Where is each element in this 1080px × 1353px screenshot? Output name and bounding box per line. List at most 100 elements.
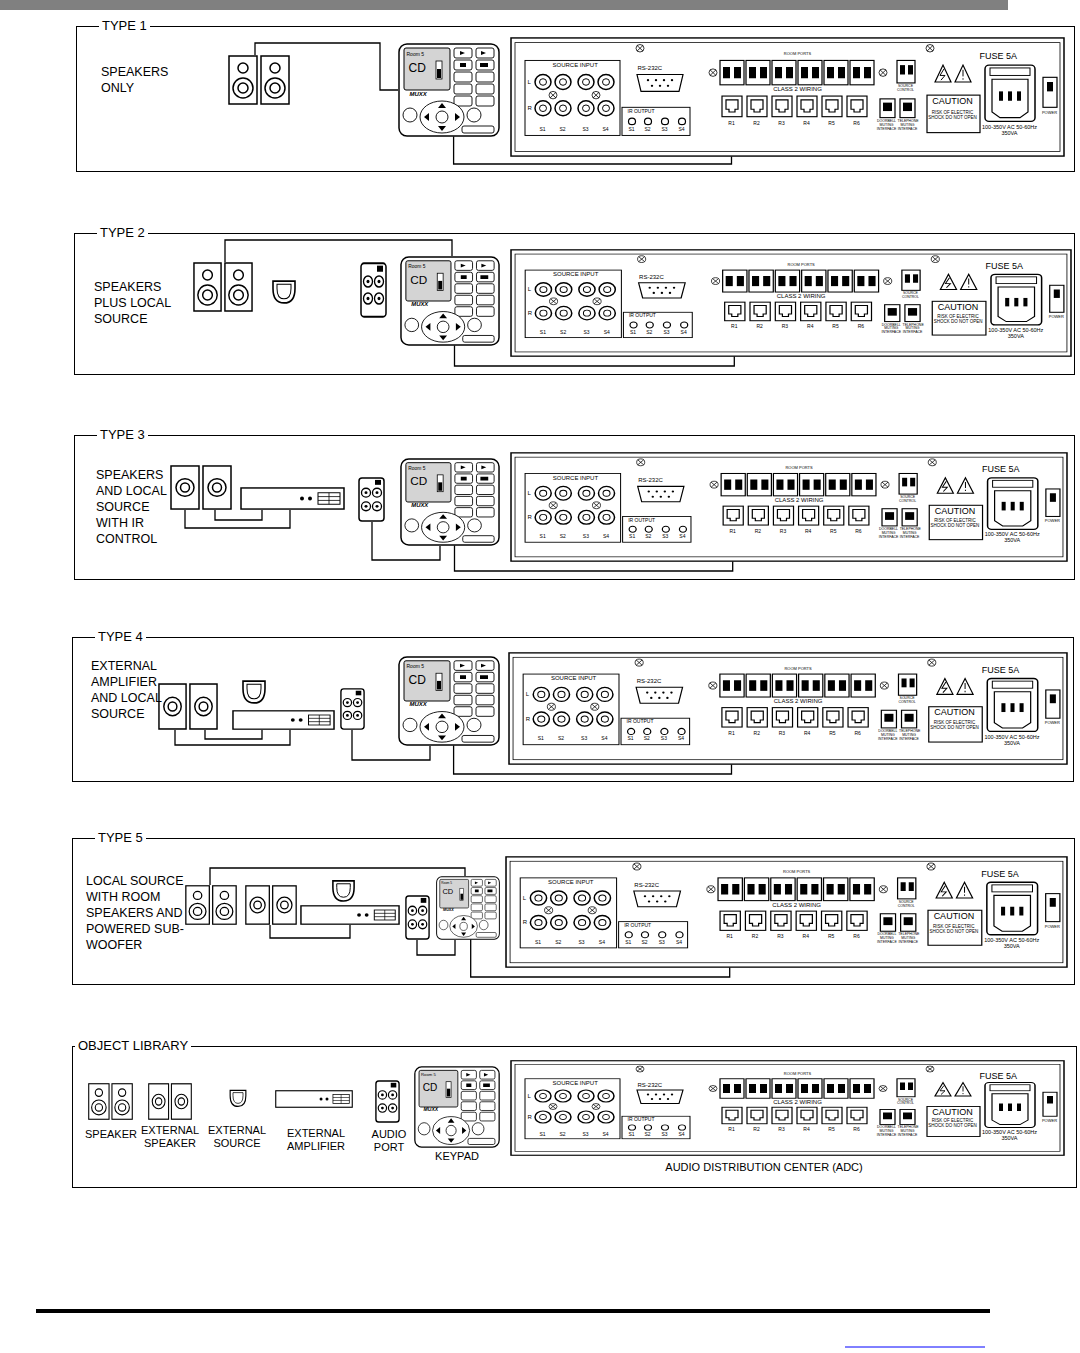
- adc-panel-label: R: [528, 105, 532, 112]
- adc-panel-label: CLASS 2 WIRING: [775, 497, 824, 504]
- adc-panel-label: TELEPHONE MUTING INTERFACE: [898, 120, 918, 132]
- adc-panel-label: R2: [753, 1127, 759, 1133]
- adc-panel-label: L: [528, 1093, 531, 1100]
- adc-panel-label: ROOM PORTS: [787, 263, 814, 267]
- adc-panel-label: RS-232C: [638, 65, 663, 72]
- adc-panel-label: CAUTION: [932, 1108, 973, 1118]
- adc-panel-label: R: [528, 310, 532, 317]
- adc-panel-label: TELEPHONE MUTING INTERFACE: [899, 730, 919, 742]
- keypad: Room 5CDMUXX: [436, 876, 500, 940]
- adc-panel-label: RS-232C: [634, 882, 659, 889]
- panel-heading: TYPE 3: [97, 427, 148, 443]
- adc-panel-label: TELEPHONE MUTING INTERFACE: [898, 933, 918, 945]
- adc-panel-label: FUSE 5A: [985, 262, 1023, 272]
- adc-panel-label: R1: [728, 121, 734, 127]
- adc-panel-label: S2: [644, 1132, 650, 1138]
- keypad-cable: [454, 137, 732, 165]
- adc-panel-label: R5: [829, 731, 835, 737]
- adc-panel-label: POWER: [1049, 315, 1064, 319]
- adc-panel-label: S1: [629, 534, 635, 540]
- keypad: Room 5CDMUXX: [398, 43, 500, 137]
- panel-heading: TYPE 2: [97, 225, 148, 241]
- keypad-cable: [455, 346, 735, 367]
- adc-panel-label: S1: [535, 940, 541, 946]
- adc-panel-label: R3: [778, 121, 784, 127]
- adc-panel-label: DOORBELL MUTING INTERFACE: [879, 528, 899, 540]
- panel-description: SPEAKERS PLUS LOCAL SOURCE: [94, 279, 184, 327]
- adc-panel-label: L: [528, 79, 531, 86]
- adc-panel-label: 100-350V AC 50-60Hz 350VA: [983, 531, 1041, 543]
- adc-panel-label: S2: [644, 127, 650, 133]
- audio-distribution-center: SOURCE INPUTLRS1S2S3S4RS-232CIR OUTPUTS1…: [508, 652, 1068, 765]
- adc-panel-label: R6: [854, 731, 860, 737]
- adc-panel-label: 100-350V AC 50-60Hz 350VA: [981, 1129, 1039, 1141]
- adc-panel-label: S3: [661, 127, 667, 133]
- adc-panel-label: IR OUTPUT: [628, 1117, 655, 1123]
- adc-panel-label: S2: [560, 330, 566, 336]
- adc-panel-label: CLASS 2 WIRING: [772, 902, 821, 909]
- adc-panel-label: S1: [540, 534, 546, 540]
- adc-panel-label: CLASS 2 WIRING: [773, 1099, 822, 1106]
- audio-distribution-center: SOURCE INPUTLRS1S2S3S4RS-232CIR OUTPUTS1…: [510, 1060, 1065, 1156]
- adc-panel-label: S4: [602, 127, 608, 133]
- configuration-panel: OBJECT LIBRARYRoom 5CDMUXXSOURCE INPUTLR…: [72, 1046, 1077, 1188]
- adc-panel-label: FUSE 5A: [980, 52, 1018, 62]
- adc-panel-label: FUSE 5A: [982, 666, 1020, 676]
- adc-panel-label: RISK OF ELECTRIC SHOCK DO NOT OPEN: [929, 721, 979, 731]
- keypad-display-text: Room 5: [408, 264, 425, 269]
- adc-panel-label: R2: [756, 324, 762, 330]
- adc-panel-label: R6: [853, 934, 859, 940]
- adc-panel-label: SOURCE INPUT: [553, 1080, 598, 1087]
- adc-panel-label: POWER: [1042, 111, 1057, 115]
- adc-panel-label: RISK OF ELECTRIC SHOCK DO NOT OPEN: [930, 519, 980, 529]
- adc-panel-label: S3: [661, 736, 667, 742]
- keypad-display-text: Room 5: [407, 664, 425, 670]
- panel-description: SPEAKERS ONLY: [101, 64, 181, 96]
- keypad-display-text: MUXX: [411, 502, 428, 508]
- panel-heading: TYPE 5: [95, 830, 146, 846]
- keypad-display-text: CD: [410, 475, 427, 488]
- adc-panel-label: S4: [679, 534, 685, 540]
- adc-panel-label: S3: [581, 736, 587, 742]
- adc-panel-label: R3: [778, 1127, 784, 1133]
- adc-panel-label: SOURCE CONTROL: [892, 85, 920, 93]
- keypad-display-text: Room 5: [421, 1073, 436, 1078]
- adc-panel-label: 100-350V AC 50-60Hz 350VA: [987, 327, 1045, 339]
- adc-panel-label: R1: [726, 934, 732, 940]
- adc-panel-label: S4: [604, 330, 610, 336]
- adc-panel-label: S2: [644, 736, 650, 742]
- keypad-cable: [455, 546, 733, 572]
- keypad-display-text: Room 5: [441, 882, 452, 885]
- adc-panel-label: S3: [583, 534, 589, 540]
- adc-panel-label: S4: [603, 534, 609, 540]
- keypad-display-text: CD: [409, 674, 426, 687]
- keypad-display-text: CD: [410, 274, 427, 287]
- library-caption: EXTERNAL AMPLIFIER: [280, 1127, 352, 1153]
- adc-panel-label: SOURCE CONTROL: [894, 496, 922, 504]
- adc-panel-label: CAUTION: [938, 303, 979, 313]
- keypad-display-text: MUXX: [411, 301, 428, 307]
- adc-panel-label: S1: [539, 1132, 545, 1138]
- adc-panel-label: CAUTION: [934, 708, 975, 718]
- adc-panel-label: ROOM PORTS: [784, 667, 811, 671]
- adc-panel-label: R5: [828, 934, 834, 940]
- panel-heading: OBJECT LIBRARY: [75, 1038, 191, 1054]
- adc-panel-label: 100-350V AC 50-60Hz 350VA: [981, 124, 1039, 136]
- configuration-panel: TYPE 1SPEAKERS ONLYRoom 5CDMUXXSOURCE IN…: [76, 26, 1075, 172]
- keypad: Room 5CDMUXX: [414, 1066, 500, 1148]
- adc-panel-label: RS-232C: [638, 477, 663, 484]
- adc-panel-label: TELEPHONE MUTING INTERFACE: [898, 1126, 918, 1138]
- adc-panel-label: IR OUTPUT: [629, 313, 656, 319]
- adc-panel-label: R3: [780, 529, 786, 535]
- keypad: Room 5CDMUXX: [398, 656, 500, 746]
- adc-panel-label: 100-350V AC 50-60Hz 350VA: [983, 937, 1041, 949]
- adc-panel-label: TELEPHONE MUTING INTERFACE: [903, 324, 923, 336]
- adc-panel-label: S4: [678, 736, 684, 742]
- adc-panel-label: S4: [602, 1132, 608, 1138]
- adc-panel-label: R3: [777, 934, 783, 940]
- audio-distribution-center: SOURCE INPUTLRS1S2S3S4RS-232CIR OUTPUTS1…: [510, 249, 1072, 357]
- adc-panel-label: R5: [828, 121, 834, 127]
- adc-panel-label: ROOM PORTS: [785, 466, 812, 470]
- adc-panel-label: SOURCE CONTROL: [892, 1099, 920, 1107]
